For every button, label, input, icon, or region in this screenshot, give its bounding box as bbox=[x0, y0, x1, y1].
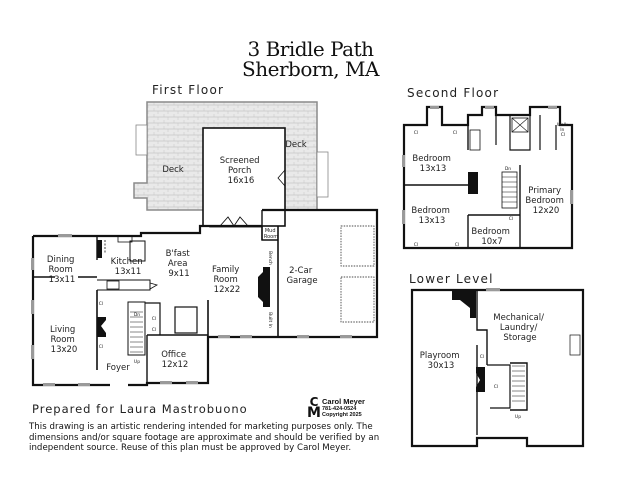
closet-label: Cl bbox=[480, 354, 484, 360]
lower-level-label: Lower Level bbox=[409, 272, 494, 286]
lower-window bbox=[486, 288, 500, 291]
stairs-up-label: Up bbox=[134, 359, 140, 365]
office-label: Office 12x12 bbox=[161, 350, 189, 370]
bedroom-2-label: Bedroom 13x13 bbox=[411, 206, 452, 226]
stairs-down-label: Dn bbox=[134, 312, 140, 318]
prepared-for: Prepared for Laura Mastrobuono bbox=[32, 402, 248, 416]
closet-label: Cl bbox=[453, 130, 457, 136]
foyer-label: Foyer bbox=[106, 363, 130, 373]
bench-label: Bench bbox=[267, 251, 273, 265]
second-floor-plan bbox=[402, 105, 574, 250]
deck-right-label: Deck bbox=[285, 140, 306, 150]
closet-label: Cl bbox=[414, 130, 418, 136]
closet-label: Cl bbox=[494, 384, 498, 390]
bedroom-3-label: Bedroom 10x7 bbox=[471, 227, 512, 247]
garage-label: 2-Car Garage bbox=[286, 266, 317, 286]
playroom-label: Playroom 30x13 bbox=[420, 351, 462, 371]
dining-room-label: Dining Room 13x11 bbox=[47, 255, 77, 285]
closet-label: Cl bbox=[152, 316, 156, 322]
screened-porch-label: Screened Porch 16x16 bbox=[220, 156, 263, 186]
lower-level-plan bbox=[410, 288, 585, 448]
lower-chimney bbox=[452, 290, 476, 318]
fireplace-family bbox=[258, 267, 270, 307]
screened-porch bbox=[202, 127, 286, 227]
address-line-2: Sherborn, MA bbox=[242, 57, 379, 81]
cm-logo: C M bbox=[306, 395, 322, 421]
mud-room-label: Mud Room bbox=[264, 228, 278, 240]
bedroom-1-label: Bedroom 13x13 bbox=[412, 154, 453, 174]
closet-label: Cl bbox=[99, 344, 103, 350]
lower-fireplace bbox=[476, 367, 485, 392]
fireplace-living bbox=[97, 317, 106, 337]
deck-left-label: Deck bbox=[162, 165, 183, 175]
first-floor-plan: Deck Deck Screened Porch 16x16 Dining Ro… bbox=[31, 101, 379, 387]
credit-phone: 781-424-0524 bbox=[322, 406, 357, 412]
fireplace-dining bbox=[97, 240, 102, 258]
built-in-label: Built In bbox=[267, 312, 273, 328]
closet-label: Cl bbox=[509, 216, 513, 222]
living-room-label: Living Room 13x20 bbox=[50, 325, 78, 355]
logo-m: M bbox=[307, 405, 321, 421]
walk-in-closet-label: Walk In Cl bbox=[557, 122, 569, 138]
closet-label: Cl bbox=[99, 301, 103, 307]
second-floor-chimney bbox=[468, 172, 478, 194]
lower-stairs-up-label: Up bbox=[515, 414, 521, 420]
kitchen-label: Kitchen 13x11 bbox=[111, 257, 146, 277]
closet-label: Cl bbox=[455, 242, 459, 248]
closet-label: Cl bbox=[152, 327, 156, 333]
second-floor-label: Second Floor bbox=[407, 86, 500, 100]
main-house-walls bbox=[31, 208, 379, 387]
disclaimer-text: This drawing is an artistic rendering in… bbox=[29, 422, 380, 453]
second-stairs-down-label: Dn bbox=[505, 166, 511, 172]
mechanical-label: Mechanical/ Laundry/ Storage bbox=[493, 313, 546, 343]
credit-name: Carol Meyer bbox=[322, 397, 365, 406]
closet-label: Cl bbox=[414, 242, 418, 248]
credit-copyright: Copyright 2025 bbox=[322, 412, 362, 418]
first-floor-label: First Floor bbox=[152, 83, 225, 97]
bfast-area-label: B'fast Area 9x11 bbox=[166, 249, 193, 279]
address-line-1: 3 Bridle Path bbox=[247, 37, 374, 61]
logo-c: C bbox=[309, 395, 319, 409]
first-floor-windows bbox=[31, 234, 352, 386]
second-floor-windows bbox=[402, 106, 573, 224]
credit-block: Carol Meyer 781-424-0524 Copyright 2025 bbox=[322, 397, 365, 419]
primary-bedroom-label: Primary Bedroom 12x20 bbox=[525, 186, 566, 216]
family-room-label: Family Room 12x22 bbox=[212, 265, 242, 295]
